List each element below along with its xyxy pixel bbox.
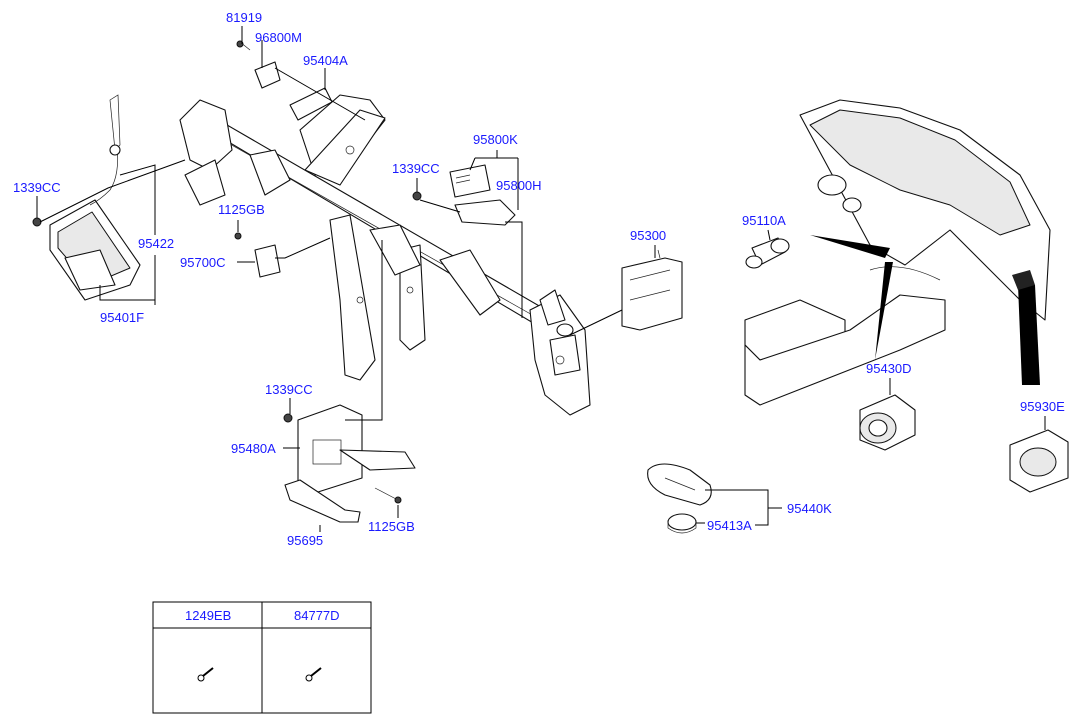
label-95430D[interactable]: 95430D <box>866 361 912 376</box>
label-1125GB-top[interactable]: 1125GB <box>218 202 265 217</box>
coin-battery <box>667 513 697 534</box>
sensor-95404A <box>289 87 333 121</box>
start-button <box>1009 429 1069 493</box>
label-95800K[interactable]: 95800K <box>473 132 518 147</box>
ignition-switch <box>859 394 916 451</box>
module-95480A <box>283 404 416 523</box>
label-95695[interactable]: 95695 <box>287 533 323 548</box>
label-1339CC-left[interactable]: 1339CC <box>13 180 61 195</box>
label-1339CC-low[interactable]: 1339CC <box>265 382 313 397</box>
label-95930E[interactable]: 95930E <box>1020 399 1065 414</box>
ecu-95300 <box>621 249 683 331</box>
label-81919[interactable]: 81919 <box>226 10 262 25</box>
screw-icon <box>305 667 322 682</box>
label-95404A[interactable]: 95404A <box>303 53 348 68</box>
label-96800M[interactable]: 96800M <box>255 30 302 45</box>
cowl-cross-member <box>179 94 591 416</box>
label-95422[interactable]: 95422 <box>138 236 174 251</box>
label-95480A[interactable]: 95480A <box>231 441 276 456</box>
leader-lines <box>36 26 1046 532</box>
label-95440K[interactable]: 95440K <box>787 501 832 516</box>
module-95800K <box>412 164 516 226</box>
label-95401F[interactable]: 95401F <box>100 310 144 325</box>
part-labels: 81919 96800M 95404A 1339CC 95422 95401F … <box>13 10 1065 548</box>
label-95110A[interactable]: 95110A <box>742 213 786 228</box>
clip-96800M <box>236 40 281 89</box>
table-header-84777D: 84777D <box>294 608 340 623</box>
label-1339CC-mid[interactable]: 1339CC <box>392 161 440 176</box>
connector-95700C <box>234 232 281 278</box>
label-95300[interactable]: 95300 <box>630 228 666 243</box>
antenna-module <box>32 94 141 301</box>
label-1125GB-low[interactable]: 1125GB <box>368 519 415 534</box>
screw-icon <box>197 667 214 682</box>
socket-95110A <box>745 237 790 269</box>
table-header-1249EB: 1249EB <box>185 608 231 623</box>
label-95700C[interactable]: 95700C <box>180 255 226 270</box>
label-95413A[interactable]: 95413A <box>707 518 752 533</box>
dashboard-illustration <box>744 99 1051 406</box>
label-95800H[interactable]: 95800H <box>496 178 542 193</box>
smart-key <box>647 463 712 506</box>
fastener-table: 1249EB 84777D <box>152 601 372 714</box>
